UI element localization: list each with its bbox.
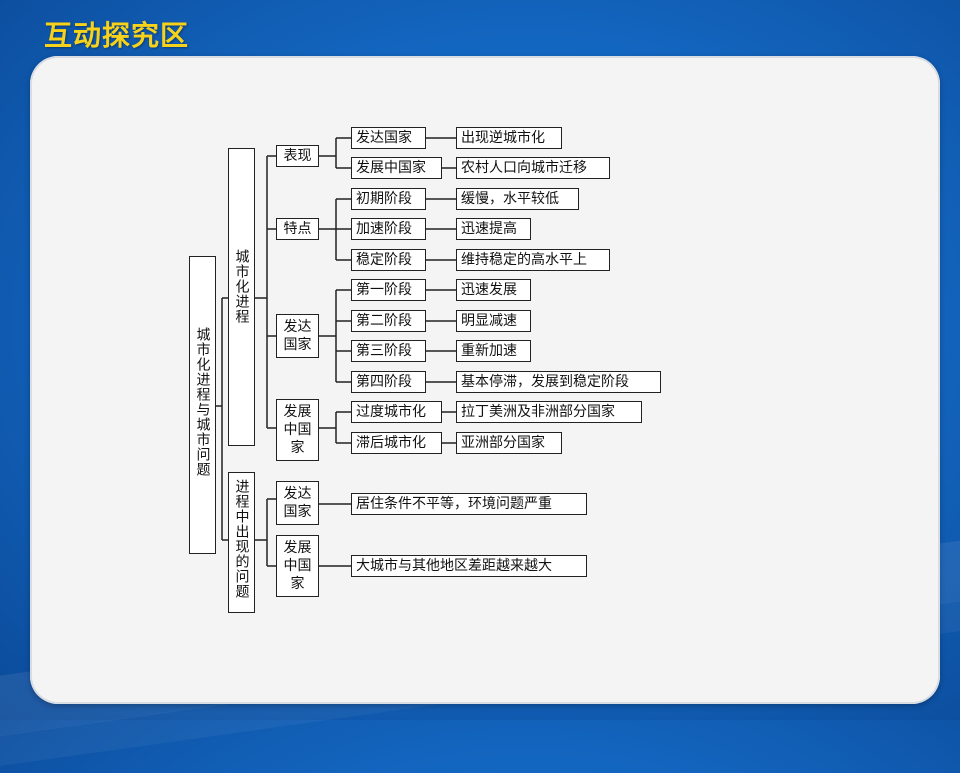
detail-problem-developing-text: 大城市与其他地区差距越来越大 [356, 558, 552, 574]
tedian-item-1-label: 初期阶段 [356, 191, 412, 207]
detail-biaoxian-2: 农村人口向城市迁移 [456, 157, 610, 179]
node-problem-developed-label: 发达国家 [283, 486, 312, 520]
detail-problem-developing: 大城市与其他地区差距越来越大 [351, 555, 587, 577]
detail-problem-developed: 居住条件不平等，环境问题严重 [351, 493, 587, 515]
detail-tedian-1: 缓慢，水平较低 [456, 188, 579, 210]
detail-tedian-2: 迅速提高 [456, 218, 531, 240]
node-biaoxian: 表现 [276, 145, 319, 167]
detail-developing-2: 亚洲部分国家 [456, 432, 562, 454]
detail-developed-2-text: 明显减速 [461, 313, 517, 329]
detail-developed-1-text: 迅速发展 [461, 282, 517, 298]
tedian-item-3-label: 稳定阶段 [356, 252, 412, 268]
developed-item-3-label: 第三阶段 [356, 343, 412, 359]
developed-item-1: 第一阶段 [351, 279, 426, 301]
page-title: 互动探究区 [44, 19, 190, 52]
detail-tedian-1-text: 缓慢，水平较低 [461, 191, 559, 207]
root-node: 城市化进程与城市问题 [189, 256, 216, 554]
node-biaoxian-label: 表现 [283, 148, 312, 164]
tedian-item-1: 初期阶段 [351, 188, 426, 210]
connector-lines [215, 137, 456, 567]
detail-tedian-2-text: 迅速提高 [461, 221, 517, 237]
branch-a-label: 城市化进程 [233, 249, 250, 324]
node-developed: 发达国家 [276, 314, 319, 358]
detail-developed-4-text: 基本停滞，发展到稳定阶段 [461, 374, 629, 390]
node-problem-developing-label: 发展中国家 [283, 540, 312, 592]
node-problem-developed: 发达国家 [276, 481, 319, 525]
tedian-item-2-label: 加速阶段 [356, 221, 412, 237]
tedian-item-3: 稳定阶段 [351, 249, 426, 271]
detail-developing-2-text: 亚洲部分国家 [461, 435, 545, 451]
node-problem-developing: 发展中国家 [276, 535, 319, 597]
detail-biaoxian-1: 出现逆城市化 [456, 127, 562, 149]
branch-urbanization-process: 城市化进程 [228, 148, 255, 446]
developing-item-2: 滞后城市化 [351, 432, 442, 454]
developing-item-1: 过度城市化 [351, 401, 442, 423]
detail-tedian-3: 维持稳定的高水平上 [456, 249, 610, 271]
node-tedian-label: 特点 [283, 221, 312, 237]
node-tedian: 特点 [276, 218, 319, 240]
developing-item-1-label: 过度城市化 [356, 404, 426, 420]
root-label: 城市化进程与城市问题 [194, 327, 211, 477]
detail-developing-1: 拉丁美洲及非洲部分国家 [456, 401, 642, 423]
developed-item-2-label: 第二阶段 [356, 313, 412, 329]
detail-biaoxian-2-text: 农村人口向城市迁移 [461, 160, 587, 176]
detail-developed-4: 基本停滞，发展到稳定阶段 [456, 371, 661, 393]
biaoxian-item-2: 发展中国家 [351, 157, 442, 179]
branch-problems: 进程中出现的问题 [228, 472, 255, 613]
detail-developed-1: 迅速发展 [456, 279, 531, 301]
developing-item-2-label: 滞后城市化 [356, 435, 426, 451]
developed-item-1-label: 第一阶段 [356, 282, 412, 298]
detail-developed-3-text: 重新加速 [461, 343, 517, 359]
detail-tedian-3-text: 维持稳定的高水平上 [461, 252, 587, 268]
node-developed-label: 发达国家 [283, 319, 312, 353]
detail-developed-3: 重新加速 [456, 340, 531, 362]
detail-problem-developed-text: 居住条件不平等，环境问题严重 [356, 496, 552, 512]
biaoxian-item-2-label: 发展中国家 [356, 160, 426, 176]
detail-developing-1-text: 拉丁美洲及非洲部分国家 [461, 404, 615, 420]
tedian-item-2: 加速阶段 [351, 218, 426, 240]
node-developing: 发展中国家 [276, 399, 319, 461]
biaoxian-item-1-label: 发达国家 [356, 130, 412, 146]
developed-item-4-label: 第四阶段 [356, 374, 412, 390]
biaoxian-item-1: 发达国家 [351, 127, 426, 149]
node-developing-label: 发展中国家 [283, 404, 312, 456]
developed-item-3: 第三阶段 [351, 340, 426, 362]
developed-item-2: 第二阶段 [351, 310, 426, 332]
branch-b-label: 进程中出现的问题 [233, 479, 250, 599]
developed-item-4: 第四阶段 [351, 371, 426, 393]
detail-developed-2: 明显减速 [456, 310, 531, 332]
detail-biaoxian-1-text: 出现逆城市化 [461, 130, 545, 146]
